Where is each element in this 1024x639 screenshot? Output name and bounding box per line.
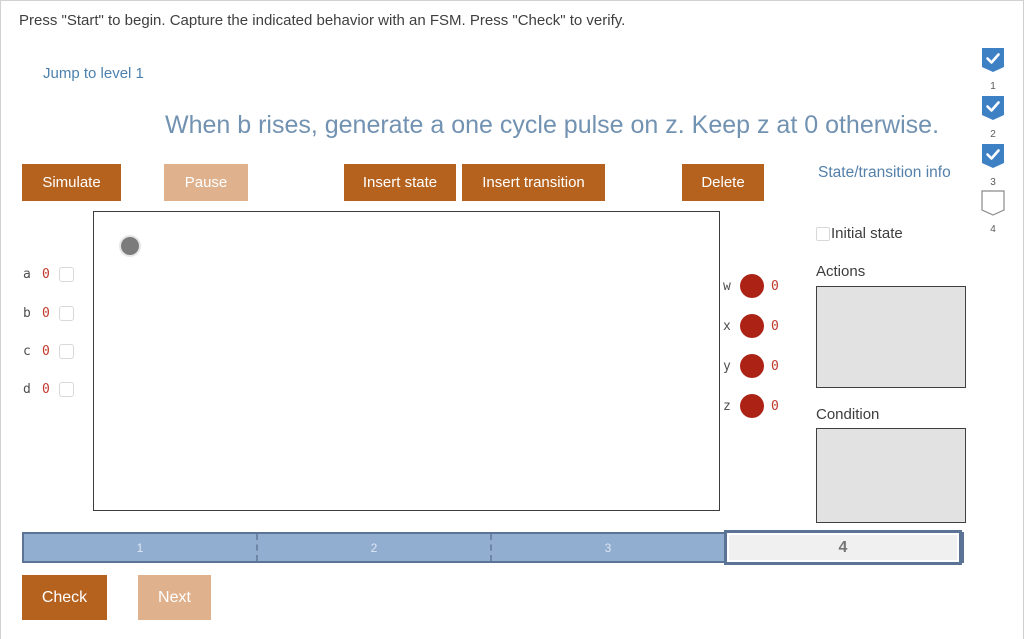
input-row-b: b 0: [23, 306, 74, 321]
output-value: 0: [771, 398, 779, 414]
progress-segment-1: 1: [24, 534, 258, 561]
next-button[interactable]: Next: [138, 575, 211, 620]
initial-state-row: Initial state: [816, 225, 903, 242]
state-transition-info-title: State/transition info: [818, 164, 951, 181]
level-complete-check-icon: [982, 48, 1004, 72]
input-value: 0: [42, 344, 50, 359]
output-row-w: w 0: [723, 274, 779, 298]
fsm-canvas[interactable]: [93, 211, 720, 511]
level-complete-check-icon: [982, 144, 1004, 168]
initial-state-checkbox[interactable]: [816, 227, 830, 241]
actions-label: Actions: [816, 263, 866, 280]
check-button[interactable]: Check: [22, 575, 107, 620]
input-toggle-checkbox[interactable]: [58, 382, 74, 397]
input-toggle-checkbox[interactable]: [58, 267, 74, 282]
input-name: a: [23, 267, 31, 282]
level-rail-number: 3: [990, 177, 996, 188]
level-rail-number: 4: [990, 224, 996, 235]
progress-segment-4-current: 4: [724, 530, 962, 565]
level-rail-item-2: 2: [980, 95, 1006, 140]
input-value: 0: [42, 267, 50, 282]
actions-textarea[interactable]: [816, 286, 966, 388]
condition-textarea[interactable]: [816, 428, 966, 523]
output-name: z: [723, 398, 731, 414]
fsm-state-node[interactable]: [121, 237, 139, 255]
output-name: y: [723, 358, 731, 374]
insert-transition-button[interactable]: Insert transition: [462, 164, 605, 201]
pause-button[interactable]: Pause: [164, 164, 248, 201]
output-row-x: x 0: [723, 314, 779, 338]
input-value: 0: [42, 382, 50, 397]
condition-label: Condition: [816, 406, 880, 423]
output-row-z: z 0: [723, 394, 779, 418]
progress-segment-3: 3: [492, 534, 724, 561]
output-value: 0: [771, 318, 779, 334]
level-incomplete-icon: [981, 190, 1005, 216]
instructions-text: Press "Start" to begin. Capture the indi…: [19, 12, 626, 29]
output-name: x: [723, 318, 731, 334]
initial-state-label: Initial state: [831, 225, 903, 242]
output-value: 0: [771, 358, 779, 374]
input-row-a: a 0: [23, 267, 74, 282]
input-row-c: c 0: [23, 344, 74, 359]
level-rail-item-4: 4: [980, 190, 1006, 235]
output-led-icon: [740, 274, 764, 298]
challenge-title: When b rises, generate a one cycle pulse…: [164, 111, 940, 139]
output-led-icon: [740, 354, 764, 378]
level-rail-number: 1: [990, 81, 996, 92]
jump-to-level-link[interactable]: Jump to level 1: [43, 65, 144, 82]
output-row-y: y 0: [723, 354, 779, 378]
level-rail-item-3: 3: [980, 143, 1006, 188]
progress-segment-2: 2: [258, 534, 492, 561]
output-led-icon: [740, 314, 764, 338]
input-toggle-checkbox[interactable]: [58, 344, 74, 359]
output-name: w: [723, 278, 731, 294]
insert-state-button[interactable]: Insert state: [344, 164, 456, 201]
simulate-button[interactable]: Simulate: [22, 164, 121, 201]
output-led-icon: [740, 394, 764, 418]
delete-button[interactable]: Delete: [682, 164, 764, 201]
input-value: 0: [42, 306, 50, 321]
input-name: d: [23, 382, 31, 397]
level-complete-check-icon: [982, 96, 1004, 120]
input-row-d: d 0: [23, 382, 74, 397]
input-name: c: [23, 344, 31, 359]
level-rail-number: 2: [990, 129, 996, 140]
input-name: b: [23, 306, 31, 321]
output-value: 0: [771, 278, 779, 294]
level-progress-bar: 1 2 3 4: [22, 530, 964, 565]
level-rail-item-1: 1: [980, 47, 1006, 92]
input-toggle-checkbox[interactable]: [58, 306, 74, 321]
